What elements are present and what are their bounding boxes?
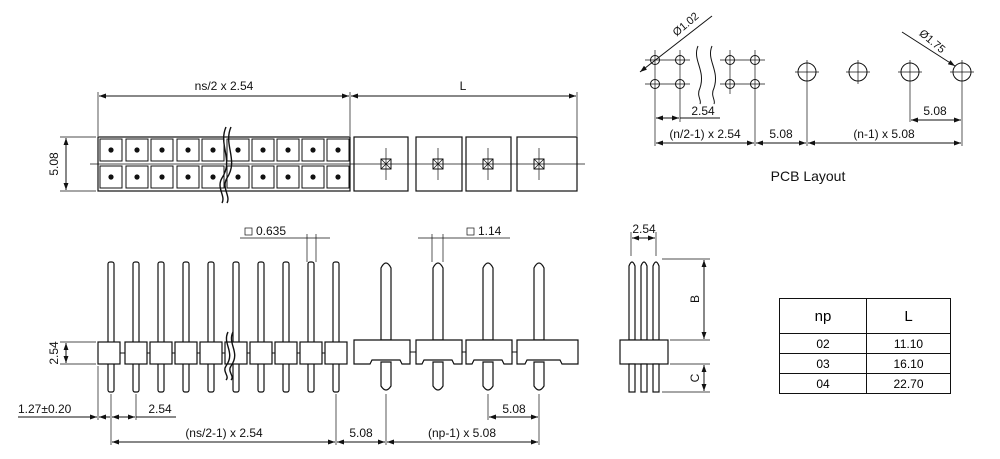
table-cell-np: 04 [779, 373, 867, 394]
front-pin-large: 1.14 [478, 224, 502, 238]
side-dim-C: C [688, 373, 702, 382]
table-row: 04 22.70 [779, 373, 951, 394]
top-dim-L: L [460, 79, 467, 93]
table-cell-L: 11.10 [866, 333, 951, 354]
front-offset: 1.27±0.20 [18, 402, 72, 416]
table-cell-np: 02 [779, 333, 867, 354]
side-width: 2.54 [632, 222, 656, 236]
top-dim-height: 5.08 [47, 152, 61, 176]
table-cell-L: 16.10 [866, 353, 951, 374]
side-view: 2.54 B C [619, 222, 710, 393]
pcb-pitch-large: 5.08 [923, 104, 947, 118]
table-header-row: np L [779, 298, 951, 334]
front-span-small: (ns/2-1) x 2.54 [185, 426, 263, 440]
front-pin-small: 0.635 [256, 224, 286, 238]
pcb-gap: 5.08 [769, 127, 793, 141]
side-dim-B: B [688, 295, 702, 303]
table-cell-np: 03 [779, 353, 867, 374]
front-pitch-large: 5.08 [502, 402, 526, 416]
pcb-pitch-small: 2.54 [691, 104, 715, 118]
front-view: 0.635 1.14 [18, 224, 579, 445]
pcb-layout: Ø1.02 Ø1.75 2.54 (n/2-1) x 2.54 5.08 (n-… [639, 10, 974, 184]
front-large-pins [380, 262, 545, 391]
front-large-housing [353, 339, 579, 365]
top-view: ns/2 x 2.54 L 5.08 [47, 79, 585, 204]
table-header-np: np [779, 298, 867, 334]
top-dim-ns: ns/2 x 2.54 [195, 79, 254, 93]
table-row: 03 16.10 [779, 353, 951, 374]
pcb-span-large: (n-1) x 5.08 [853, 127, 915, 141]
front-small-pins [107, 261, 340, 393]
front-gap: 5.08 [349, 426, 373, 440]
front-span-large: (np-1) x 5.08 [428, 426, 496, 440]
pcb-hole-small: Ø1.02 [671, 10, 702, 38]
table-cell-L: 22.70 [866, 373, 951, 394]
pcb-small-holes [645, 50, 765, 94]
table-row: 02 11.10 [779, 333, 951, 354]
dimension-table: np L 02 11.10 03 16.10 04 22.70 [779, 298, 951, 394]
table-header-L: L [866, 298, 951, 334]
pcb-span-small: (n/2-1) x 2.54 [669, 127, 741, 141]
front-small-housing [97, 341, 348, 365]
pcb-layout-title: PCB Layout [771, 168, 846, 184]
front-pitch-small: 2.54 [148, 402, 172, 416]
pcb-large-holes [795, 60, 974, 84]
front-height: 2.54 [47, 341, 61, 365]
small-pin-cells [99, 138, 350, 189]
